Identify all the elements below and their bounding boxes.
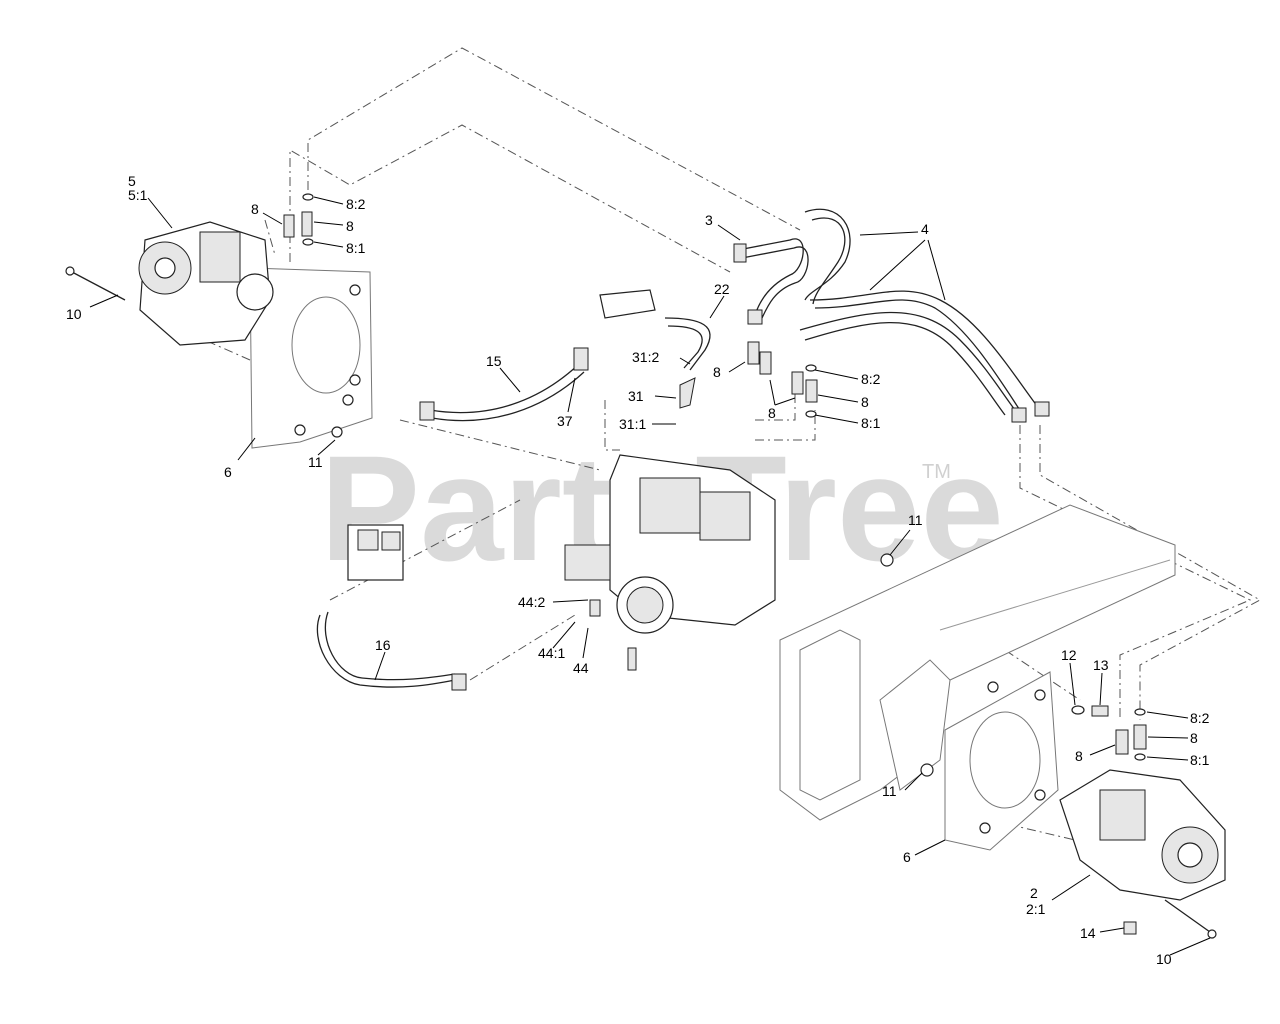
- center-valve-block: [347, 289, 776, 671]
- right-pump-assembly: [920, 671, 1226, 939]
- callout-16: 16: [375, 637, 391, 653]
- callout-8-2: 8:2: [861, 371, 881, 387]
- callout-22: 22: [714, 281, 730, 297]
- callouts: 5 5:1 10 8 8:2 8 8:1 6 11 3 4 22 15 31:2…: [66, 173, 1210, 967]
- callout-8: 8: [251, 201, 259, 217]
- callout-2-1: 2:1: [1026, 901, 1046, 917]
- callout-44: 44: [573, 660, 589, 676]
- callout-8: 8: [768, 405, 776, 421]
- callout-13: 13: [1093, 657, 1109, 673]
- callout-11: 11: [882, 783, 897, 799]
- callout-15: 15: [486, 353, 502, 369]
- callout-2: 2: [1030, 885, 1038, 901]
- chassis-frame: [779, 504, 1176, 821]
- callout-8: 8: [713, 364, 721, 380]
- callout-5: 5: [128, 173, 136, 189]
- callout-44-1: 44:1: [538, 645, 565, 661]
- callout-8: 8: [861, 394, 869, 410]
- callout-4: 4: [921, 221, 929, 237]
- callout-31: 31: [628, 388, 644, 404]
- callout-8: 8: [1075, 748, 1083, 764]
- callout-3: 3: [705, 212, 713, 228]
- callout-6: 6: [224, 464, 232, 480]
- callout-31-1: 31:1: [619, 416, 646, 432]
- callout-8-1: 8:1: [861, 415, 881, 431]
- callout-10: 10: [1156, 951, 1172, 967]
- callout-11: 11: [308, 454, 323, 470]
- callout-10: 10: [66, 306, 82, 322]
- watermark-trademark: TM: [922, 461, 951, 483]
- callout-37: 37: [557, 413, 573, 429]
- callout-8-1: 8:1: [1190, 752, 1210, 768]
- callout-14: 14: [1080, 925, 1096, 941]
- left-pump-assembly: [65, 193, 373, 449]
- callout-44-2: 44:2: [518, 594, 545, 610]
- callout-12: 12: [1061, 647, 1077, 663]
- callout-6: 6: [903, 849, 911, 865]
- callout-31-2: 31:2: [632, 349, 659, 365]
- callout-8-2: 8:2: [1190, 710, 1210, 726]
- fittings: [747, 341, 1147, 761]
- callout-8-2: 8:2: [346, 196, 366, 212]
- hoses: [316, 208, 1050, 691]
- right-bolt: [1164, 899, 1211, 933]
- callout-8: 8: [1190, 730, 1198, 746]
- callout-8-1: 8:1: [346, 240, 366, 256]
- callout-11: 11: [908, 512, 923, 528]
- leader-lines: [89, 196, 1211, 956]
- callout-8: 8: [346, 218, 354, 234]
- callout-5-1: 5:1: [128, 187, 148, 203]
